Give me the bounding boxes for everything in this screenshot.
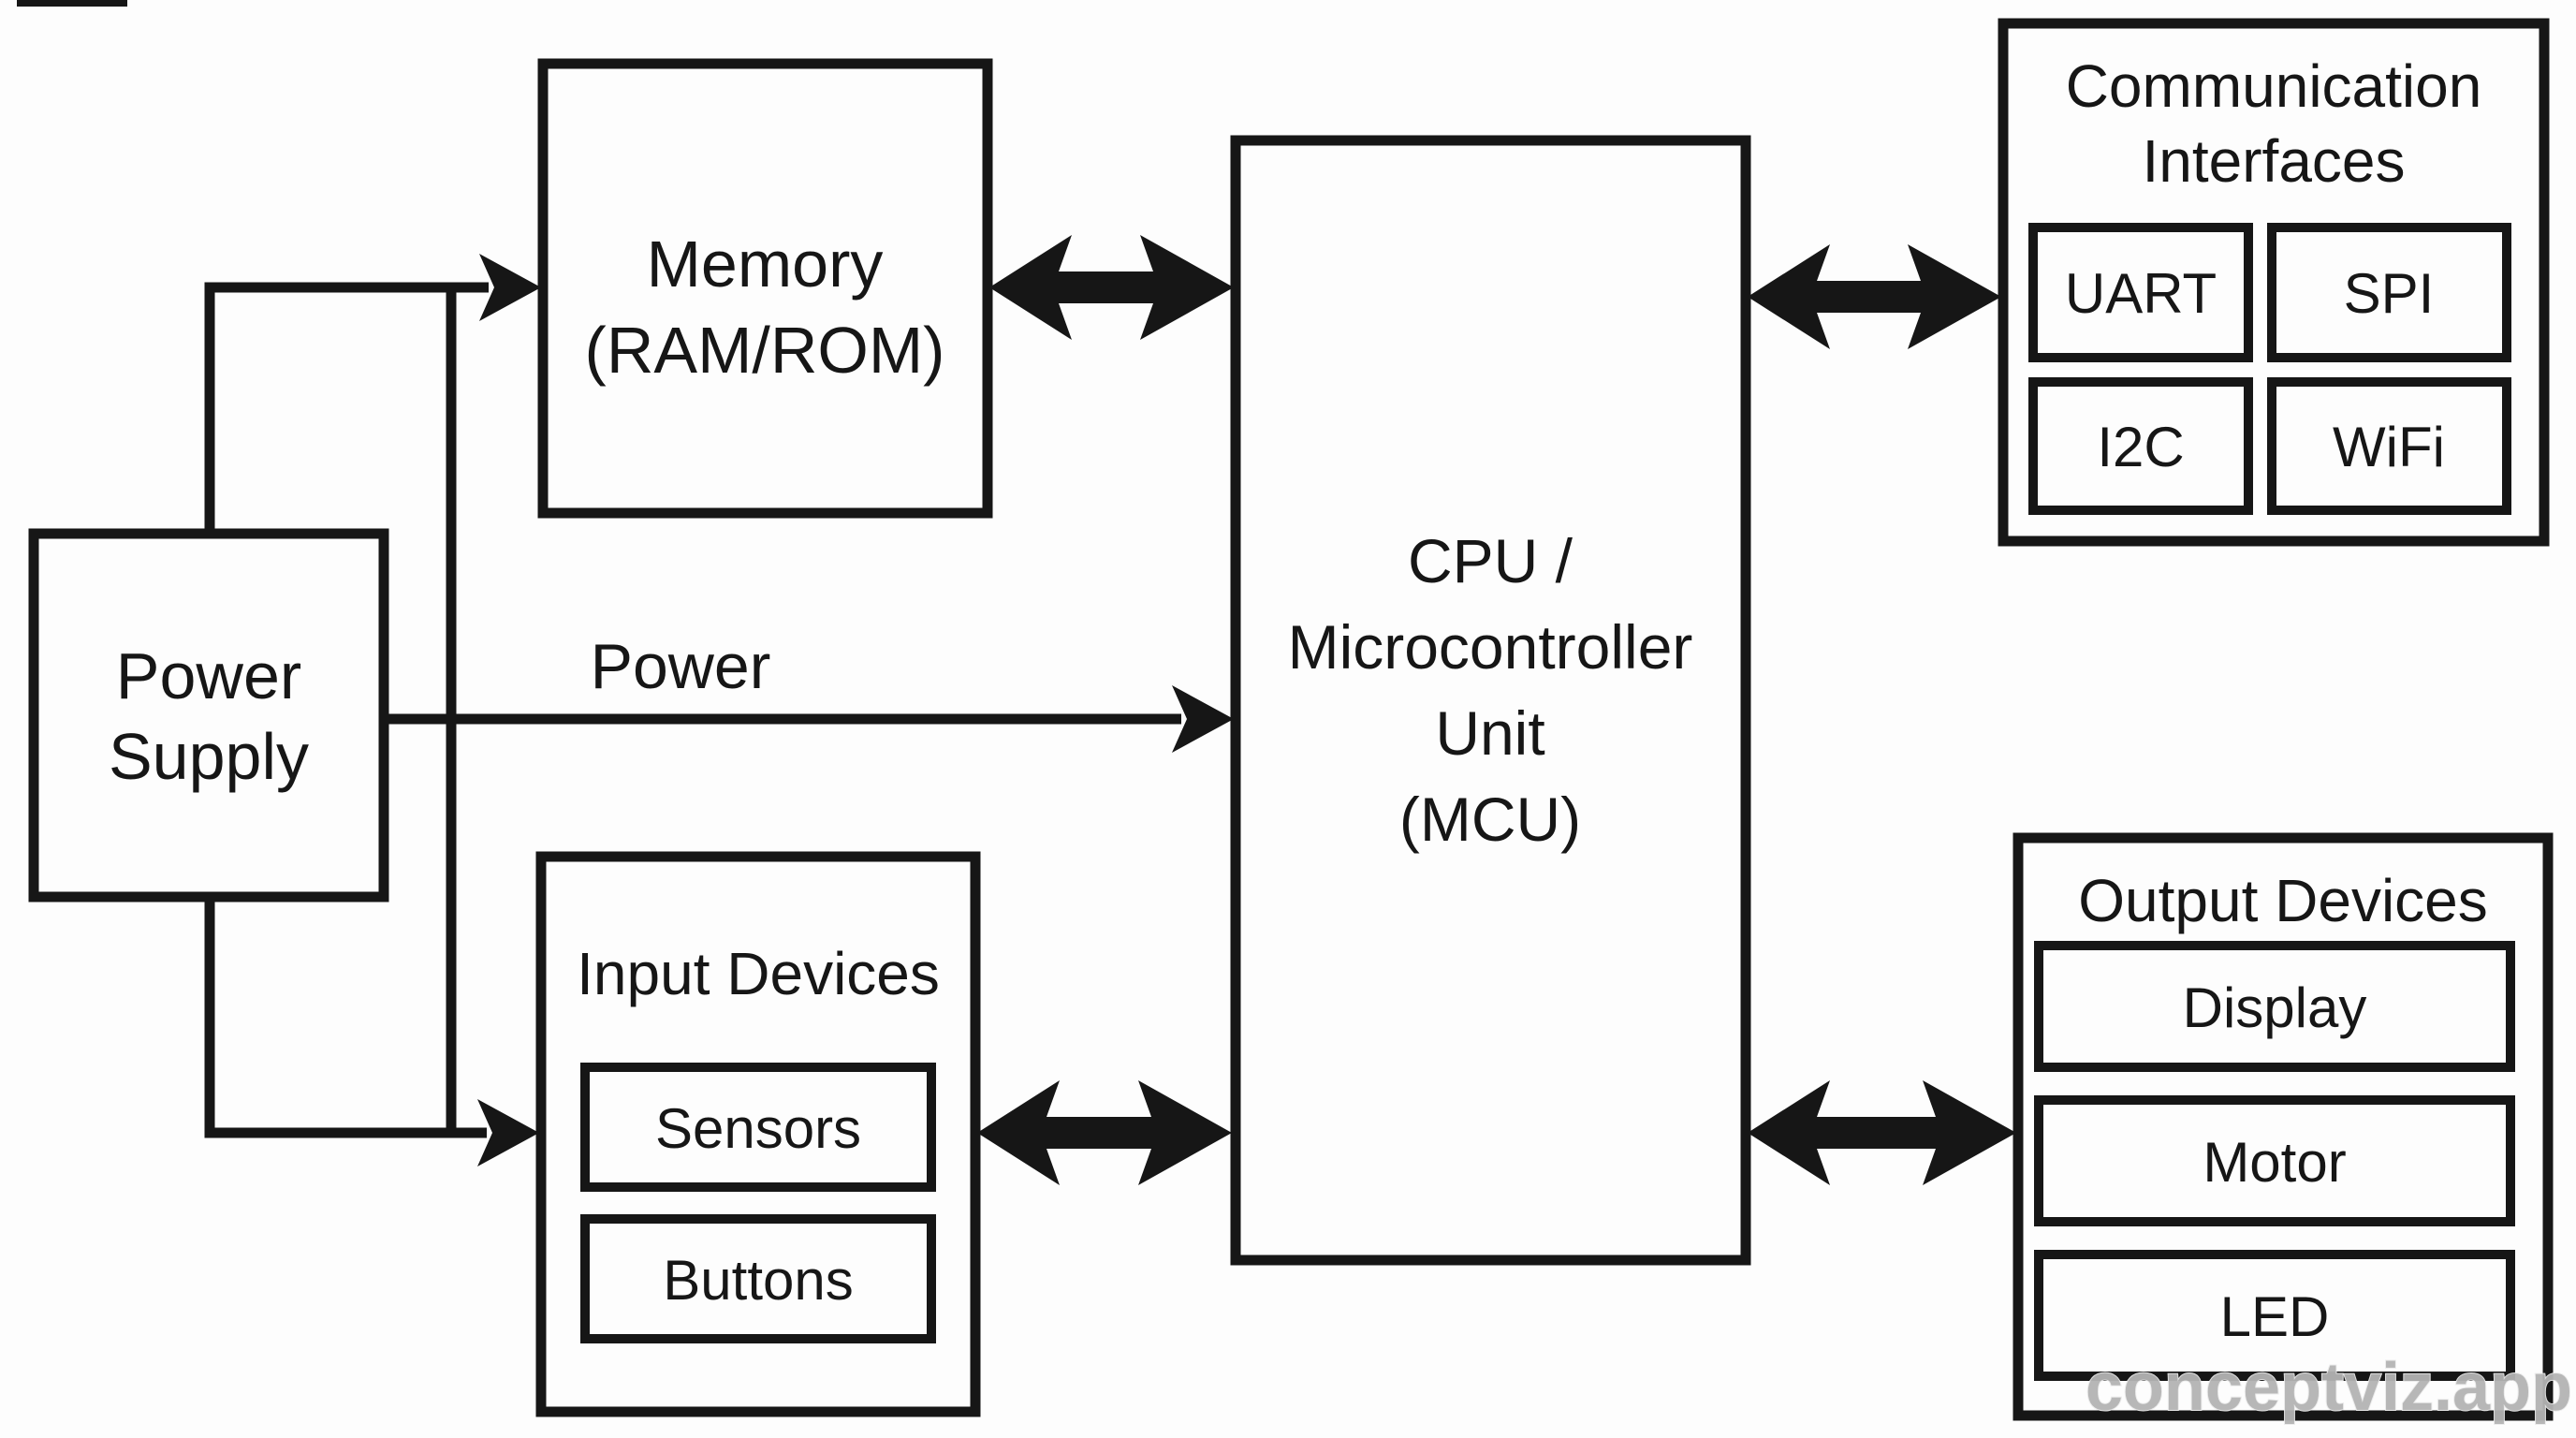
motor-label: Motor bbox=[2203, 1131, 2346, 1194]
memory-box bbox=[537, 58, 993, 519]
arrowhead-into-memory bbox=[479, 254, 541, 321]
cpu-label-line2: Microcontroller bbox=[1288, 612, 1693, 682]
buttons-label: Buttons bbox=[663, 1249, 853, 1312]
bus-arrows bbox=[977, 235, 2016, 1185]
uart-label: UART bbox=[2065, 262, 2217, 325]
motor-box bbox=[2034, 1095, 2515, 1226]
sensors-box bbox=[580, 1063, 936, 1192]
power-to-memory-line bbox=[204, 282, 489, 536]
comm-title-line1: Communication bbox=[2066, 52, 2482, 120]
cpu-label-line4: (MCU) bbox=[1399, 785, 1581, 854]
i2c-label: I2C bbox=[2097, 416, 2184, 478]
power-supply-box bbox=[28, 528, 389, 902]
cpu-box bbox=[1230, 135, 1751, 1266]
led-box bbox=[2034, 1250, 2515, 1381]
memory-cpu-arrow bbox=[989, 235, 1234, 340]
power-arrowheads bbox=[477, 254, 1234, 1167]
top-edge-artifact bbox=[17, 0, 127, 7]
uart-box bbox=[2028, 223, 2253, 362]
cpu-comm-arrow bbox=[1748, 244, 2001, 349]
memory-label-line1: Memory bbox=[647, 227, 884, 301]
spi-box bbox=[2267, 223, 2511, 362]
power-to-input-line bbox=[204, 895, 487, 1138]
sub-boxes bbox=[580, 223, 2515, 1381]
power-supply-label-line2: Supply bbox=[109, 720, 309, 793]
output-devices-title: Output Devices bbox=[2078, 867, 2488, 934]
buttons-box bbox=[580, 1214, 936, 1343]
watermark: conceptviz.app bbox=[2086, 1350, 2572, 1425]
cpu-output-arrow bbox=[1748, 1080, 2016, 1185]
led-label: LED bbox=[2220, 1285, 2330, 1348]
wifi-label: WiFi bbox=[2333, 416, 2445, 478]
wifi-box bbox=[2267, 377, 2511, 515]
cpu-label-line1: CPU / bbox=[1408, 526, 1573, 595]
power-supply-label-line1: Power bbox=[116, 639, 301, 712]
arrowhead-into-cpu bbox=[1172, 685, 1234, 753]
i2c-box bbox=[2028, 377, 2253, 515]
input-devices-title: Input Devices bbox=[577, 940, 940, 1007]
power-line-label: Power bbox=[591, 631, 771, 702]
arrowhead-into-input-devices bbox=[477, 1099, 539, 1167]
power-wiring bbox=[204, 282, 1181, 1138]
display-label: Display bbox=[2183, 976, 2367, 1039]
spi-label: SPI bbox=[2344, 262, 2435, 325]
sensors-label: Sensors bbox=[655, 1097, 861, 1160]
display-box bbox=[2034, 941, 2515, 1072]
comm-title-line2: Interfaces bbox=[2142, 127, 2405, 195]
memory-label-line2: (RAM/ROM) bbox=[585, 314, 945, 387]
cpu-label-line3: Unit bbox=[1435, 698, 1544, 768]
input-cpu-arrow bbox=[977, 1080, 1232, 1185]
